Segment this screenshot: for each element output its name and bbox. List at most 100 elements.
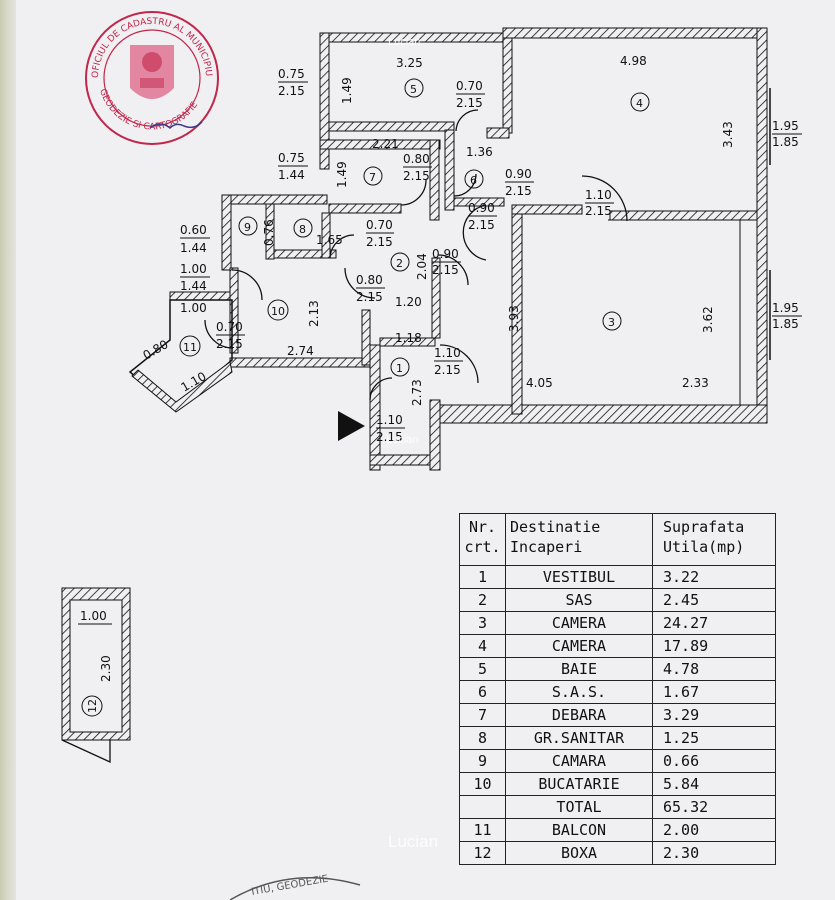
dim-215: 2.15 — [216, 337, 243, 351]
dim-215: 2.15 — [505, 184, 532, 198]
dim-498: 4.98 — [620, 54, 647, 68]
dim-070: 0.70 — [216, 320, 243, 334]
row-nr: 10 — [459, 772, 506, 796]
dim-204: 2.04 — [415, 253, 429, 280]
row-dest: GR.SANITAR — [505, 726, 653, 750]
row-nr: 5 — [459, 657, 506, 681]
boxa-length: 2.30 — [99, 655, 113, 682]
dim-362: 3.62 — [701, 306, 715, 333]
row-nr: 2 — [459, 588, 506, 612]
dim-075: 0.75 — [278, 67, 305, 81]
row-dest: BUCATARIE — [505, 772, 653, 796]
dim-110: 1.10 — [376, 413, 403, 427]
row-dest: SAS — [505, 588, 653, 612]
dim-221: 2.21 — [372, 137, 399, 151]
dim-120: 1.20 — [395, 295, 422, 309]
dim-405: 4.05 — [526, 376, 553, 390]
dim-136: 1.36 — [466, 145, 493, 159]
row-dest: CAMERA — [505, 634, 653, 658]
dim-149: 1.49 — [335, 161, 349, 188]
row-supr: 4.78 — [652, 657, 776, 681]
row-dest: BOXA — [505, 841, 653, 865]
dim-215: 2.15 — [376, 430, 403, 444]
total-empty — [459, 795, 506, 819]
room-number-1: 1 — [396, 362, 403, 375]
boxa-width: 1.00 — [80, 609, 107, 623]
row-dest: CAMERA — [505, 611, 653, 635]
dim-100: 1.00 — [180, 301, 207, 315]
dim-274: 2.74 — [287, 344, 314, 358]
dim-110: 1.10 — [585, 188, 612, 202]
dim-076: 0.76 — [262, 219, 276, 246]
row-supr: 3.22 — [652, 565, 776, 589]
dim-100: 1.00 — [180, 262, 207, 276]
dim-118: 1.18 — [395, 331, 422, 345]
bottom-stamp-partial: ITIU, GEODEZIE — [229, 874, 361, 900]
header-nr-line1: Nr. — [468, 518, 497, 536]
dim-144: 1.44 — [278, 168, 305, 182]
header-dest-line1: Destinatie — [510, 518, 601, 536]
header-supr-line2: Utila(mp) — [663, 538, 745, 556]
dim-070: 0.70 — [456, 79, 483, 93]
room-number-7: 7 — [369, 171, 376, 184]
row-supr: 1.67 — [652, 680, 776, 704]
dim-165: 1.65 — [316, 233, 343, 247]
dim-195: 1.95 — [772, 119, 799, 133]
room-number-9: 9 — [244, 221, 251, 234]
room-numbers: 1 2 3 4 5 6 7 8 9 10 11 — [179, 78, 650, 377]
watermark: Lucian — [388, 832, 439, 851]
row-supr: 1.25 — [652, 726, 776, 750]
dim-215: 2.15 — [434, 363, 461, 377]
watermark: Lucian — [388, 36, 421, 48]
dim-213: 2.13 — [307, 300, 321, 327]
dim-144: 1.44 — [180, 241, 207, 255]
storage-boxa: 1.00 2.30 12 — [61, 587, 131, 764]
dim-325: 3.25 — [396, 56, 423, 70]
row-nr: 8 — [459, 726, 506, 750]
room-number-3: 3 — [608, 316, 615, 329]
total-value: 65.32 — [652, 795, 776, 819]
row-nr: 11 — [459, 818, 506, 842]
row-nr: 7 — [459, 703, 506, 727]
dim-070: 0.70 — [366, 218, 393, 232]
room-number-5: 5 — [410, 83, 417, 96]
total-label: TOTAL — [505, 795, 653, 819]
row-nr: 9 — [459, 749, 506, 773]
row-dest: CAMARA — [505, 749, 653, 773]
row-dest: DEBARA — [505, 703, 653, 727]
room-number-11: 11 — [183, 341, 197, 354]
dimension-labels: 0.75 2.15 1.49 3.25 0.70 2.15 4.98 3.43 … — [141, 54, 802, 444]
room-number-12: 12 — [86, 699, 99, 713]
row-nr: 3 — [459, 611, 506, 635]
dim-215: 2.15 — [468, 218, 495, 232]
row-dest: BAIE — [505, 657, 653, 681]
dim-080: 0.80 — [403, 152, 430, 166]
dim-273: 2.73 — [410, 379, 424, 406]
room-number-2: 2 — [396, 257, 403, 270]
row-supr: 17.89 — [652, 634, 776, 658]
door-arcs — [204, 109, 628, 401]
dim-060: 0.60 — [180, 223, 207, 237]
header-nr-line2: crt. — [464, 538, 501, 556]
dim-080: 0.80 — [356, 273, 383, 287]
dim-110: 1.10 — [434, 346, 461, 360]
row-nr: 12 — [459, 841, 506, 865]
room-number-8: 8 — [299, 223, 306, 236]
dim-185: 1.85 — [772, 317, 799, 331]
row-supr: 24.27 — [652, 611, 776, 635]
plan-walls — [128, 27, 771, 471]
room-number-4: 4 — [636, 97, 643, 110]
